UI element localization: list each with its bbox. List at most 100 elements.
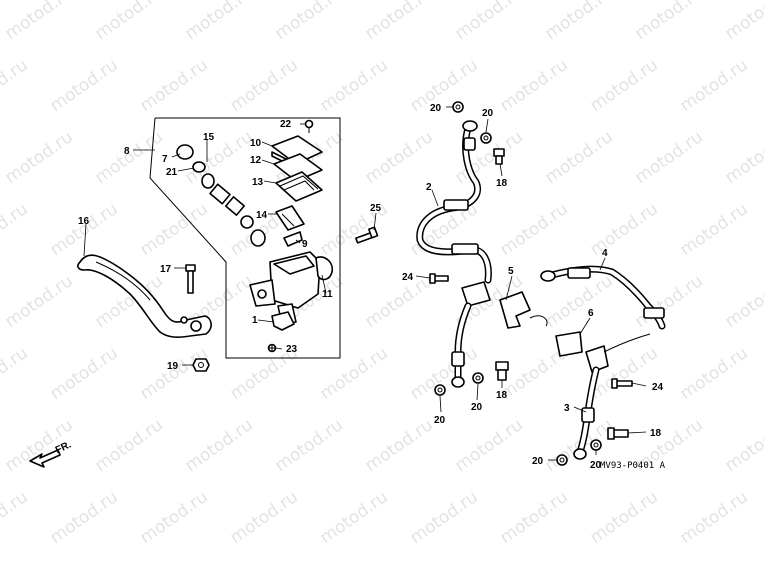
reference-code: MV93-P0401 A	[600, 461, 666, 471]
pivot-bolt[interactable]	[185, 264, 196, 294]
switch-screw[interactable]	[267, 343, 277, 353]
sealing-washer[interactable]	[556, 454, 568, 466]
callout-23: 23	[286, 344, 298, 355]
diaphragm[interactable]	[275, 171, 323, 202]
mounting-bolt[interactable]	[611, 378, 633, 389]
watermark-text: motod.ru	[541, 127, 616, 188]
watermark-text: motod.ru	[676, 199, 751, 260]
callout-13: 13	[252, 177, 264, 188]
callout-14: 14	[256, 210, 268, 221]
sealing-washer[interactable]	[452, 101, 464, 113]
watermark-text: motod.ru	[406, 55, 481, 116]
brake-joint[interactable]	[461, 281, 548, 329]
cap-screw[interactable]	[304, 119, 314, 134]
brake-hose-lower-right[interactable]	[573, 366, 600, 460]
callout-7: 7	[162, 154, 168, 165]
mounting-bolt[interactable]	[429, 273, 449, 284]
piston-assembly[interactable]	[176, 144, 266, 247]
callout-9: 9	[302, 239, 308, 250]
lever-nut[interactable]	[192, 358, 210, 372]
watermark-text: motod.ru	[181, 415, 256, 476]
watermark-text: motod.ru	[136, 487, 211, 548]
watermark-text: motod.ru	[721, 127, 764, 188]
watermark-text: motod.ru	[0, 55, 32, 116]
callout-21: 21	[166, 167, 178, 178]
watermark-text: motod.ru	[1, 0, 76, 44]
callout-6: 6	[588, 308, 594, 319]
watermark-text: motod.ru	[631, 127, 706, 188]
sealing-washer[interactable]	[472, 372, 484, 384]
watermark-text: motod.ru	[541, 0, 616, 44]
callout-1: 1	[252, 315, 258, 326]
brake-lever[interactable]	[77, 254, 212, 338]
oil-bolt[interactable]	[493, 148, 505, 165]
callout-8: 8	[124, 146, 130, 157]
brake-joint-lower[interactable]	[555, 331, 651, 373]
holder-bolt[interactable]	[355, 226, 379, 244]
callout-20f: 20	[590, 460, 602, 471]
callout-20b: 20	[482, 108, 494, 119]
watermark-text: motod.ru	[586, 55, 661, 116]
callout-25: 25	[370, 203, 382, 214]
callout-24a: 24	[402, 272, 414, 283]
brake-hose-upper[interactable]	[416, 120, 492, 284]
watermark-text: motod.ru	[181, 0, 256, 44]
watermark-text: motod.ru	[676, 55, 751, 116]
callout-20c: 20	[434, 415, 446, 426]
watermark-text: motod.ru	[586, 487, 661, 548]
watermark-text: motod.ru	[91, 415, 166, 476]
callout-18a: 18	[496, 178, 508, 189]
callout-20e: 20	[532, 456, 544, 467]
watermark-text: motod.ru	[91, 127, 166, 188]
callout-18c: 18	[650, 428, 662, 439]
callout-20d: 20	[471, 402, 483, 413]
brake-hose-lower-left[interactable]	[451, 302, 472, 388]
callout-20a: 20	[430, 103, 442, 114]
cap-plate[interactable]	[273, 153, 323, 182]
clip[interactable]	[283, 231, 303, 247]
callout-2: 2	[426, 182, 432, 193]
watermark-text: motod.ru	[316, 487, 391, 548]
leader-lines	[83, 106, 647, 461]
group-outline	[149, 117, 341, 359]
master-cylinder-body[interactable]	[249, 251, 321, 325]
watermark-text: motod.ru	[136, 199, 211, 260]
callout-24b: 24	[652, 382, 664, 393]
brake-switch[interactable]	[271, 311, 295, 331]
watermark-text: motod.ru	[271, 415, 346, 476]
watermark-text: motod.ru	[586, 199, 661, 260]
sealing-washer[interactable]	[590, 439, 602, 451]
watermark-text: motod.ru	[1, 271, 76, 332]
float-plate[interactable]	[275, 205, 305, 231]
watermark-text: motod.ru	[406, 343, 481, 404]
watermark-text: motod.ru	[0, 199, 32, 260]
watermark-text: motod.ru	[451, 415, 526, 476]
watermark-text: motod.ru	[721, 271, 764, 332]
callout-4: 4	[602, 248, 608, 259]
sealing-washer[interactable]	[434, 384, 446, 396]
watermark-text: motod.ru	[226, 55, 301, 116]
callout-labels: 8 7 15 21 10 12 13 14 9 22 11 1 23 16 17…	[78, 103, 664, 471]
oil-bolt[interactable]	[495, 361, 509, 381]
dust-boot[interactable]	[315, 256, 334, 281]
callout-3: 3	[564, 403, 570, 414]
watermark-text: motod.ru	[136, 55, 211, 116]
watermark-text: motod.ru	[46, 55, 121, 116]
callout-12: 12	[250, 155, 262, 166]
sealing-washer[interactable]	[480, 132, 492, 144]
watermark-text: motod.ru	[406, 487, 481, 548]
watermark-text: motod.ru	[91, 0, 166, 44]
oil-bolt[interactable]	[607, 427, 629, 440]
callout-18b: 18	[496, 390, 508, 401]
callout-16: 16	[78, 216, 90, 227]
watermark-text: motod.ru	[181, 127, 256, 188]
watermark-text: motod.ru	[136, 343, 211, 404]
watermark-text: motod.ru	[676, 487, 751, 548]
watermark-text: motod.ru	[496, 487, 571, 548]
watermark-text: motod.ru	[316, 343, 391, 404]
brake-hose-right[interactable]	[540, 265, 666, 330]
watermark-text: motod.ru	[676, 343, 751, 404]
watermark-text: motod.ru	[451, 0, 526, 44]
